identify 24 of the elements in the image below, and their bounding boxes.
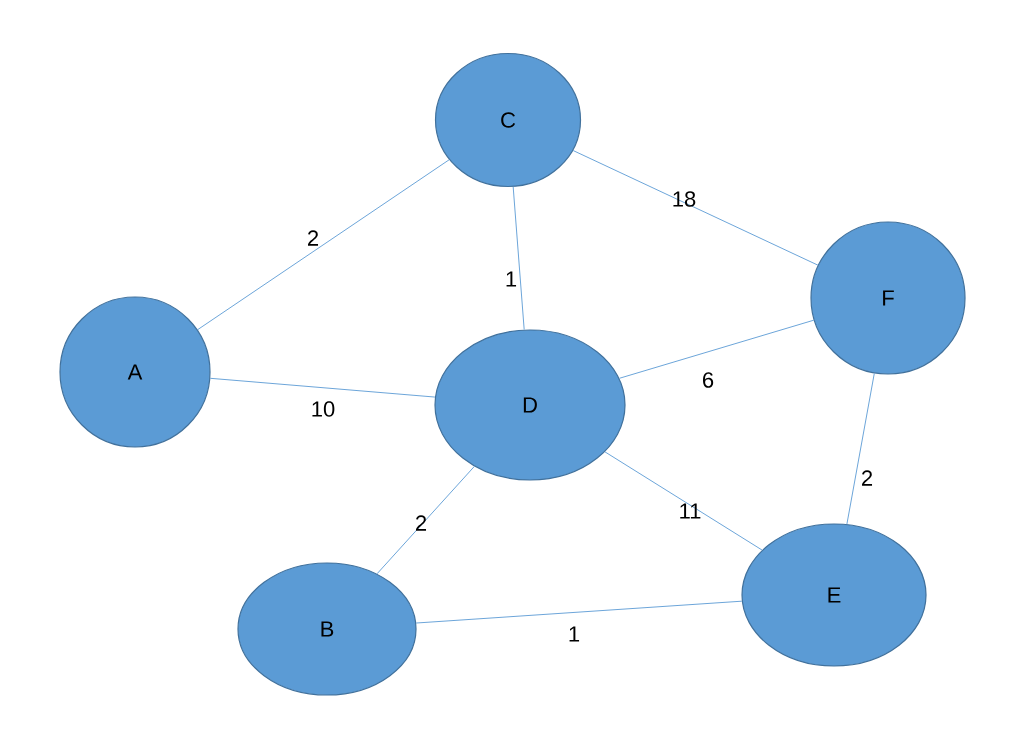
edge-line xyxy=(197,159,450,331)
edge-weight: 2 xyxy=(862,470,873,486)
graph-node: D xyxy=(434,329,626,481)
edge-weight: 1 xyxy=(569,626,580,642)
graph-node: C xyxy=(434,52,582,188)
edge-weight: 18 xyxy=(673,191,696,207)
edge-weight: 10 xyxy=(312,401,335,417)
edge-line xyxy=(415,600,743,624)
edge-line xyxy=(846,372,875,525)
graph-node: B xyxy=(237,562,417,696)
edge-weight: 11 xyxy=(680,503,701,519)
graph-node: A xyxy=(59,296,211,448)
edge-line xyxy=(512,186,525,330)
edge-weight: 2 xyxy=(308,230,318,246)
edge-line xyxy=(209,377,436,398)
edge-line xyxy=(572,150,819,266)
graph-node: F xyxy=(810,221,966,375)
edge-line xyxy=(618,319,815,379)
edge-line xyxy=(604,451,763,551)
graph-node: E xyxy=(741,523,927,667)
edge-weight: 2 xyxy=(416,515,427,531)
edge-weight: 6 xyxy=(703,372,714,388)
edge-weight: 1 xyxy=(506,271,517,287)
edge-line xyxy=(376,466,475,575)
